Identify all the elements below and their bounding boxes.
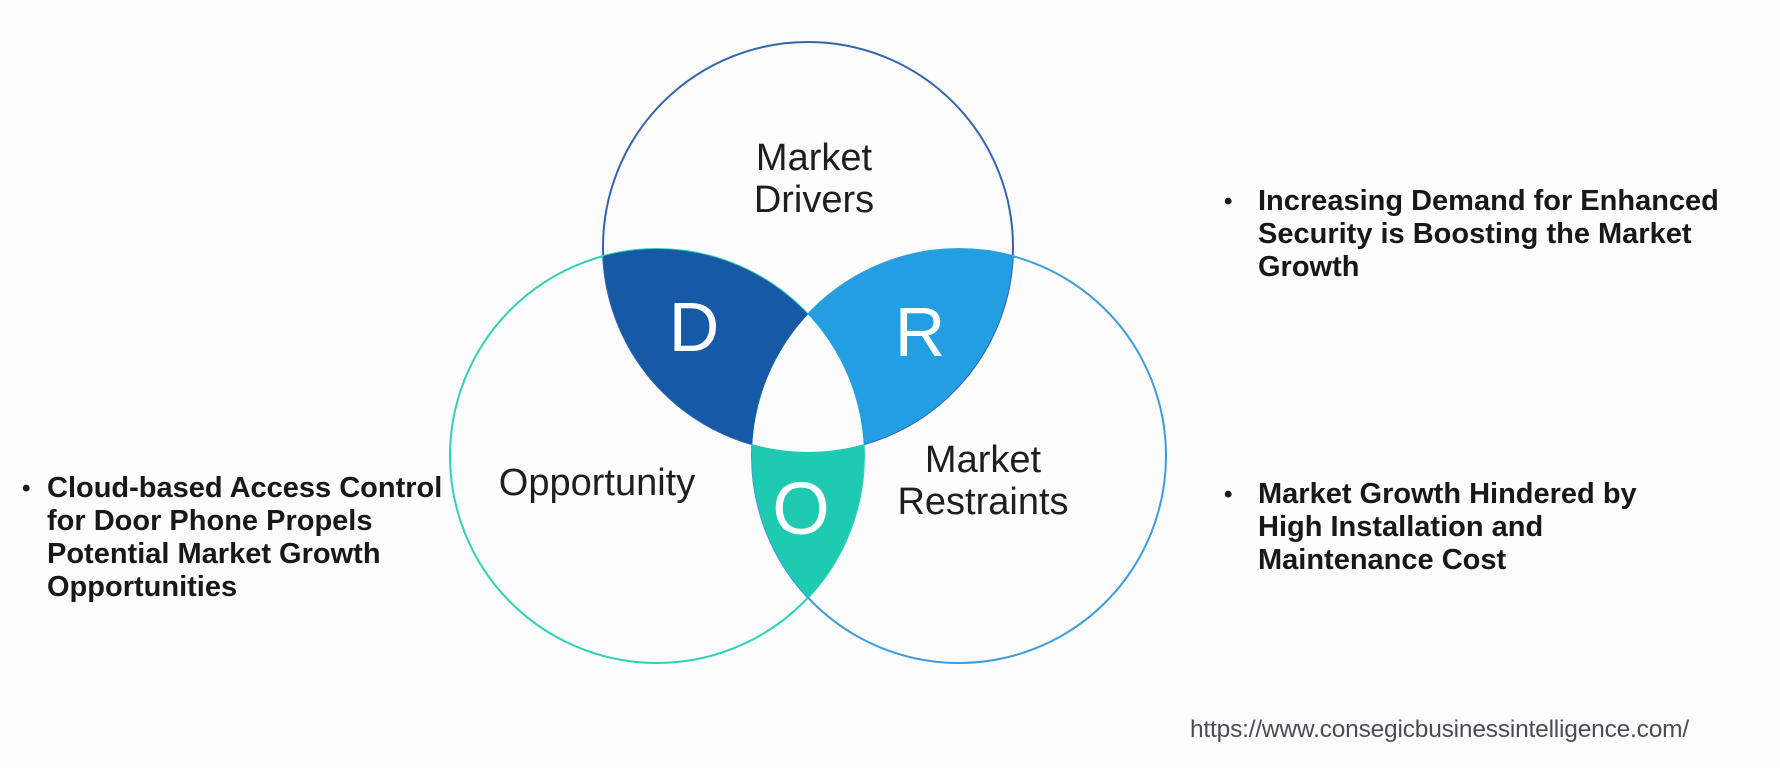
restraints-label-line1: Market <box>924 439 1042 481</box>
opportunity-annotation-text: Cloud-based Access Control for Door Phon… <box>47 472 443 603</box>
opportunity-label-line1: Opportunity <box>498 462 696 504</box>
restraints-letter: R <box>894 293 946 371</box>
restraints-label: Market Restraints <box>897 439 1068 523</box>
drivers-annotation-text: Increasing Demand for Enhanced Security … <box>1258 185 1719 283</box>
opportunity-annotation: • Cloud-based Access Control for Door Ph… <box>22 472 442 604</box>
restraints-label-line2: Restraints <box>897 481 1069 523</box>
bullet-icon: • <box>1224 481 1233 508</box>
drivers-opportunity-overlap <box>603 249 864 452</box>
drivers-annotation: • Increasing Demand for Enhanced Securit… <box>1224 185 1724 284</box>
source-url: https://www.consegicbusinessintelligence… <box>1190 716 1689 743</box>
restraints-annotation: • Market Growth Hindered by High Install… <box>1224 478 1724 577</box>
bullet-icon: • <box>1224 188 1233 215</box>
drivers-label-line2: Drivers <box>753 179 875 221</box>
restraints-annotation-text: Market Growth Hindered by High Installat… <box>1258 478 1637 576</box>
drivers-label-line1: Market <box>755 137 873 179</box>
drivers-letter: D <box>668 288 720 366</box>
opportunity-label: Opportunity <box>499 462 695 504</box>
opportunity-letter: O <box>772 467 830 550</box>
drivers-label: Market Drivers <box>754 137 874 221</box>
bullet-icon: • <box>22 475 31 502</box>
drivers-restraints-overlap <box>752 249 1013 452</box>
